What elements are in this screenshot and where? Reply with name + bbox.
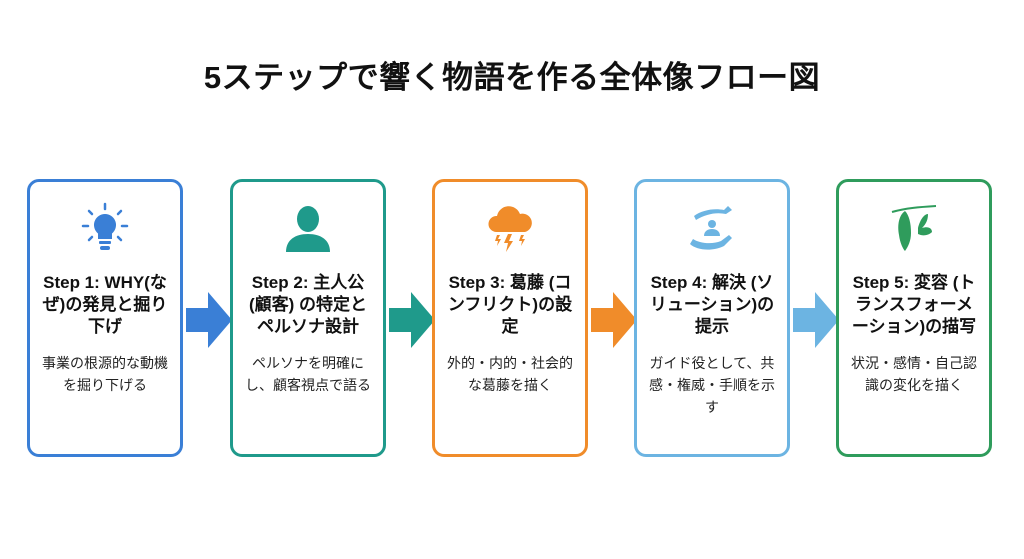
arrow-right-icon (186, 292, 232, 348)
step-5-heading: Step 5: 変容 (トランスフォーメーション)の描写 (851, 273, 977, 336)
arrow-right-icon (591, 292, 637, 348)
step-4-description: ガイド役として、共感・権威・手順を示す (649, 355, 775, 415)
step-2-description: ペルソナを明確にし、顧客視点で語る (245, 355, 371, 393)
step-3-heading: Step 3: 葛藤 (コンフリクト)の設定 (447, 273, 573, 336)
caring-hands-icon (645, 200, 779, 256)
chrysalis-butterfly-icon (847, 200, 981, 256)
step-2-card: Step 2: 主人公 (顧客) の特定とペルソナ設計 ペルソナを明確にし、顧客… (230, 179, 386, 457)
step-3-description: 外的・内的・社会的な葛藤を描く (447, 355, 573, 393)
step-3-card: Step 3: 葛藤 (コンフリクト)の設定 外的・内的・社会的な葛藤を描く (432, 179, 588, 457)
step-4-heading: Step 4: 解決 (ソリューション)の提示 (649, 273, 775, 336)
step-4-card: Step 4: 解決 (ソリューション)の提示 ガイド役として、共感・権威・手順… (634, 179, 790, 457)
person-icon (241, 200, 375, 256)
step-1-card: Step 1: WHY(なぜ)の発見と掘り下げ 事業の根源的な動機を掘り下げる (27, 179, 183, 457)
diagram-title: 5ステップで響く物語を作る全体像フロー図 (203, 60, 821, 95)
step-1-description: 事業の根源的な動機を掘り下げる (42, 355, 168, 393)
storm-cloud-icon (443, 200, 577, 256)
step-5-description: 状況・感情・自己認識の変化を描く (851, 355, 977, 393)
step-5-card: Step 5: 変容 (トランスフォーメーション)の描写 状況・感情・自己認識の… (836, 179, 992, 457)
arrow-right-icon (389, 292, 435, 348)
step-2-heading: Step 2: 主人公 (顧客) の特定とペルソナ設計 (248, 273, 368, 336)
arrow-right-icon (793, 292, 839, 348)
lightbulb-icon (38, 200, 172, 256)
step-1-heading: Step 1: WHY(なぜ)の発見と掘り下げ (42, 273, 168, 336)
